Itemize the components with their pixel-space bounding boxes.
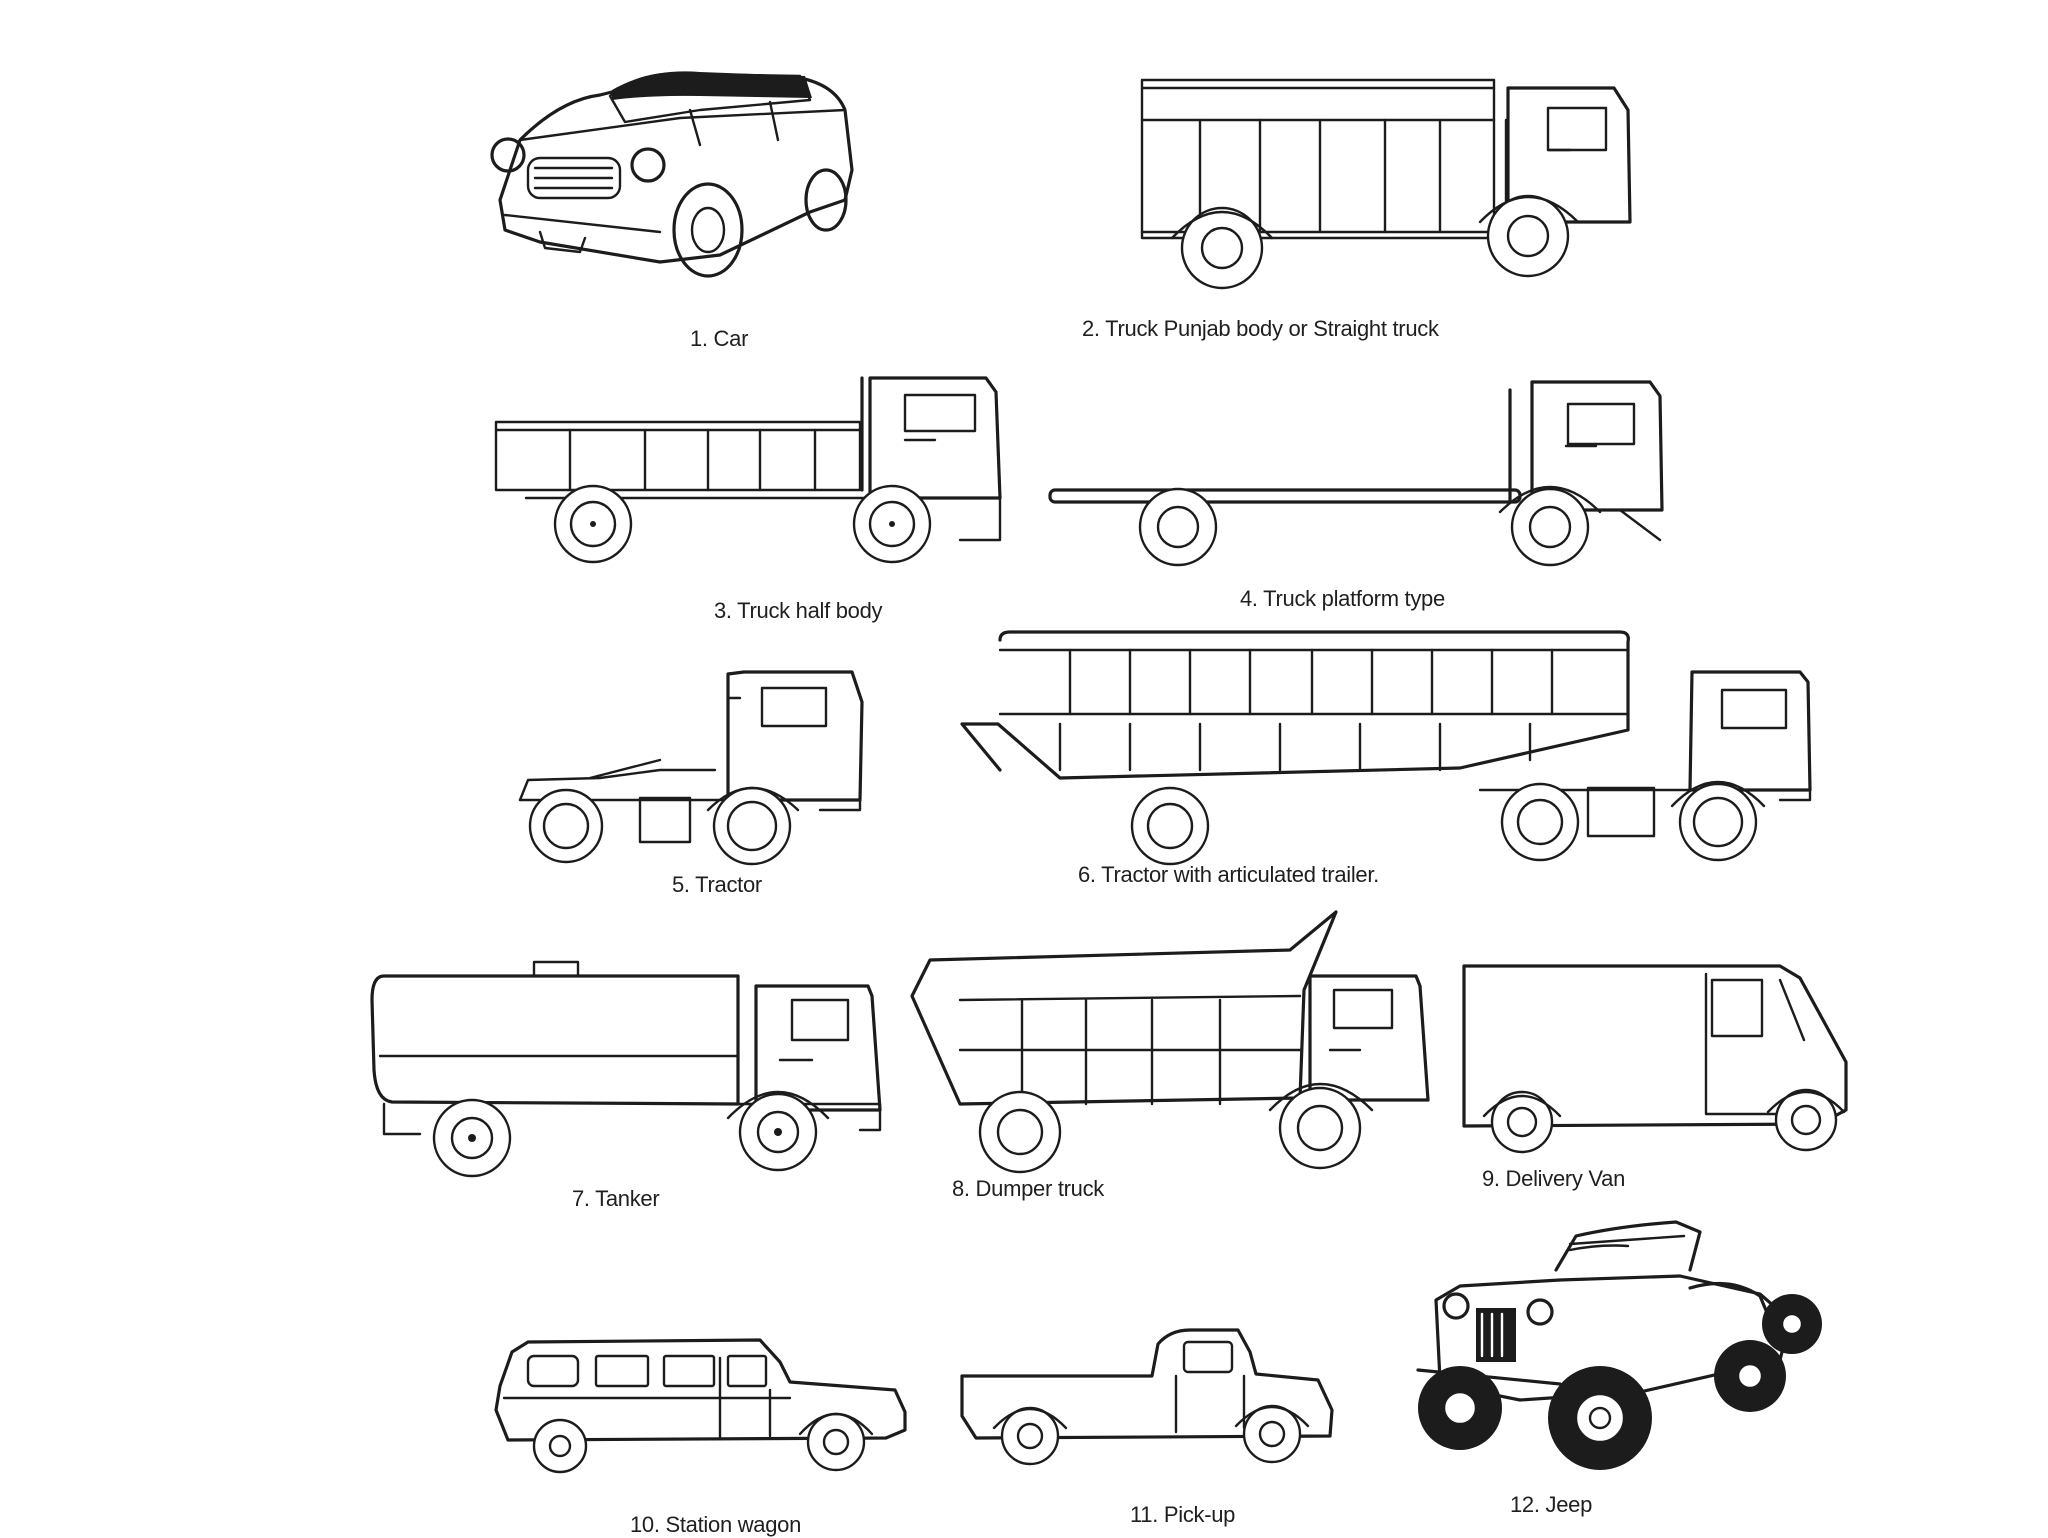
caption-jeep: 12. Jeep	[1510, 1492, 1593, 1517]
tractor-icon	[518, 670, 864, 866]
caption-articulated-trailer: 6. Tractor with articulated trailer.	[1078, 862, 1379, 887]
caption-straight-truck: 2. Truck Punjab body or Straight truck	[1082, 316, 1439, 341]
caption-tanker: 7. Tanker	[572, 1186, 660, 1211]
caption-dumper-truck: 8. Dumper truck	[952, 1176, 1104, 1201]
straight-truck-icon	[1140, 78, 1632, 290]
caption-half-body-truck: 3. Truck half body	[714, 598, 883, 623]
platform-truck-icon	[1048, 380, 1664, 567]
car-icon	[490, 71, 854, 278]
dumper-truck-icon	[910, 910, 1430, 1174]
caption-pickup: 11. Pick-up	[1130, 1502, 1236, 1527]
half-body-truck-icon	[494, 376, 1002, 564]
caption-station-wagon: 10. Station wagon	[630, 1512, 802, 1537]
delivery-van-icon	[1462, 964, 1848, 1154]
caption-platform-truck: 4. Truck platform type	[1240, 586, 1445, 611]
pickup-icon	[960, 1328, 1334, 1466]
caption-car: 1. Car	[690, 326, 749, 351]
articulated-trailer-icon	[960, 630, 1812, 866]
caption-tractor: 5. Tractor	[672, 872, 762, 897]
jeep-icon	[1416, 1220, 1822, 1470]
caption-delivery-van: 9. Delivery Van	[1482, 1166, 1626, 1191]
station-wagon-icon	[494, 1338, 907, 1474]
tanker-icon	[370, 960, 882, 1178]
